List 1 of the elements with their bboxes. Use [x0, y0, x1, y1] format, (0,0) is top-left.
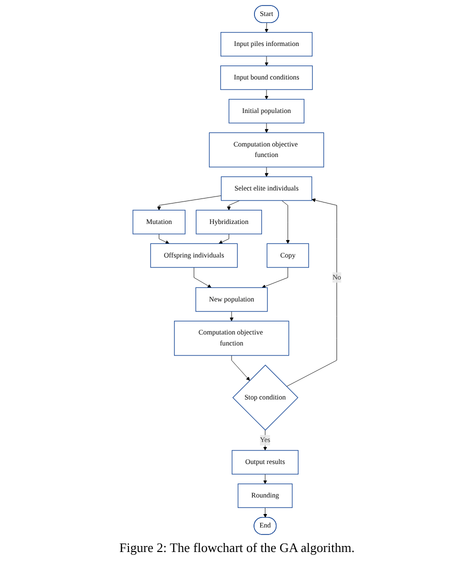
figure-caption: Figure 2: The flowchart of the GA algorithm. [118, 540, 356, 556]
